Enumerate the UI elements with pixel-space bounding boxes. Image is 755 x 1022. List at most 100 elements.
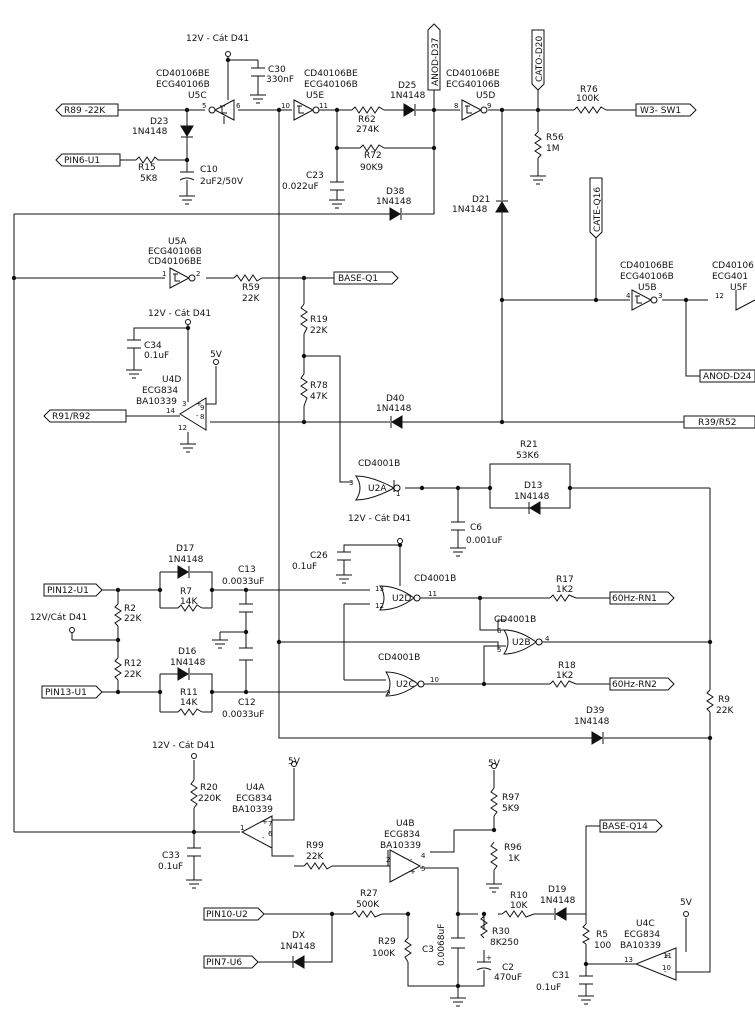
- label-u4d: BA10339: [136, 397, 177, 407]
- svg-text:ANOD-D24: ANOD-D24: [703, 372, 752, 382]
- ground-icon: [250, 94, 266, 104]
- diode-d25: [403, 103, 416, 117]
- label-u2d: CD4001B: [414, 574, 456, 584]
- label-c10: C10: [200, 165, 218, 175]
- svg-text:1: 1: [240, 824, 244, 832]
- svg-text:+: +: [196, 400, 202, 408]
- svg-text:U2B: U2B: [512, 638, 531, 648]
- label-r62: R62: [358, 115, 376, 125]
- ground-icon: [329, 199, 345, 209]
- connector-pin6: PIN6-U1: [55, 153, 121, 167]
- label-r18: 1K2: [556, 671, 573, 681]
- label-u5b: ECG40106B: [620, 272, 674, 282]
- label-u5c: CD40106BE: [156, 69, 210, 79]
- diode-d16: [177, 667, 190, 681]
- resistor-r7: [177, 604, 203, 612]
- svg-text:10: 10: [662, 964, 671, 972]
- label-d21: D21: [472, 195, 490, 205]
- label-c31: C31: [552, 971, 570, 981]
- label-d17: 1N4148: [168, 555, 204, 565]
- label-r30: R30: [492, 927, 510, 937]
- label-c30: 330nF: [266, 75, 294, 85]
- gate-u5f: 12: [715, 290, 755, 311]
- diode-d19: [554, 907, 567, 921]
- svg-text:-: -: [410, 856, 413, 864]
- supply-label: 12V - Cát D41: [348, 514, 411, 524]
- svg-text:11: 11: [663, 952, 672, 960]
- svg-text:BASE-Q14: BASE-Q14: [602, 822, 648, 832]
- resistor-r30: [480, 915, 488, 939]
- label-r12: R12: [124, 659, 142, 669]
- label-r21: 53K6: [516, 451, 539, 461]
- ground-icon: [486, 883, 502, 893]
- svg-text:BASE-Q1: BASE-Q1: [338, 274, 378, 284]
- gate-u5d: 8 9: [454, 99, 491, 121]
- label-u5d: CD40106BE: [446, 69, 500, 79]
- capacitor-c26: [337, 551, 351, 561]
- label-r20: R20: [200, 783, 218, 793]
- label-u5d: ECG40106B: [446, 80, 500, 90]
- label-r19: R19: [310, 315, 328, 325]
- label-c2: 470uF: [494, 973, 522, 983]
- diode-d39: [591, 731, 604, 745]
- diode-d23: [180, 125, 194, 138]
- svg-text:R89 -22K: R89 -22K: [64, 106, 106, 116]
- resistor-r62: [351, 106, 385, 114]
- label-d40: D40: [386, 394, 405, 404]
- label-d39: D39: [586, 706, 605, 716]
- resistor-r99: [303, 862, 333, 870]
- label-u5d: U5D: [476, 91, 495, 101]
- label-r99: R99: [306, 841, 324, 851]
- label-r56: 1M: [546, 144, 560, 154]
- connector-rn1: 60Hz-RN1: [609, 591, 675, 605]
- label-r29: R29: [378, 937, 396, 947]
- component-labels: 12V - Cát D41 12V - Cát D41 5V 12V - Cát…: [30, 34, 754, 993]
- supply-label: 12V - Cát D41: [186, 34, 249, 44]
- label-r9: 22K: [716, 706, 734, 716]
- label-u4d: ECG834: [142, 386, 178, 396]
- label-r97: 5K9: [502, 804, 520, 814]
- label-d39: 1N4148: [574, 717, 610, 727]
- label-r17: R17: [556, 575, 574, 585]
- label-r19: 22K: [310, 326, 328, 336]
- resistor-r15: [135, 156, 160, 164]
- label-r30: 8K250: [490, 938, 519, 948]
- connector-r89: R89 -22K: [55, 103, 119, 117]
- connectors: R89 -22K PIN6-U1 W3- SW1 BASE-Q1 R91/R92…: [41, 23, 755, 969]
- label-u4b: BA10339: [380, 841, 421, 851]
- label-d25: 1N4148: [390, 91, 426, 101]
- label-u5e: ECG40106B: [304, 80, 358, 90]
- label-r96: 1K: [508, 854, 521, 864]
- connector-base-q1: BASE-Q1: [333, 271, 399, 285]
- label-u5c: ECG40106B: [156, 80, 210, 90]
- diode-d13: [528, 501, 541, 515]
- svg-text:6: 6: [497, 627, 502, 635]
- resistor-r17: [549, 594, 577, 602]
- supply-label: 12V - Cát D41: [148, 309, 211, 319]
- label-u5b: U5B: [638, 283, 657, 293]
- label-c31: 0.1uF: [536, 983, 561, 993]
- gate-u5e: 10 11: [281, 99, 328, 121]
- resistor-r9: [706, 689, 714, 713]
- label-c2: C2: [502, 963, 514, 973]
- capacitor-c6: [451, 521, 465, 531]
- label-d19: D19: [548, 885, 567, 895]
- svg-text:6: 6: [236, 102, 241, 110]
- label-r78: 47K: [310, 392, 328, 402]
- label-r72: R72: [364, 151, 382, 161]
- label-u5b: CD40106BE: [620, 261, 674, 271]
- svg-text:60Hz-RN2: 60Hz-RN2: [612, 680, 657, 690]
- ground-icon: [450, 997, 466, 1007]
- label-r5: R5: [596, 930, 608, 940]
- label-u4b: U4B: [396, 819, 415, 829]
- comparator-u4c: + - 11 10 13: [624, 947, 677, 981]
- svg-text:PIN6-U1: PIN6-U1: [64, 156, 100, 166]
- svg-text:11: 11: [319, 102, 328, 110]
- svg-text:3: 3: [182, 400, 186, 408]
- label-u2c: CD4001B: [378, 653, 420, 663]
- resistor-r56: [534, 131, 542, 159]
- label-d13: D13: [524, 481, 542, 491]
- label-u4b: ECG834: [384, 830, 420, 840]
- svg-text:CATO-D20: CATO-D20: [535, 36, 545, 82]
- capacitor-c3: [451, 937, 465, 949]
